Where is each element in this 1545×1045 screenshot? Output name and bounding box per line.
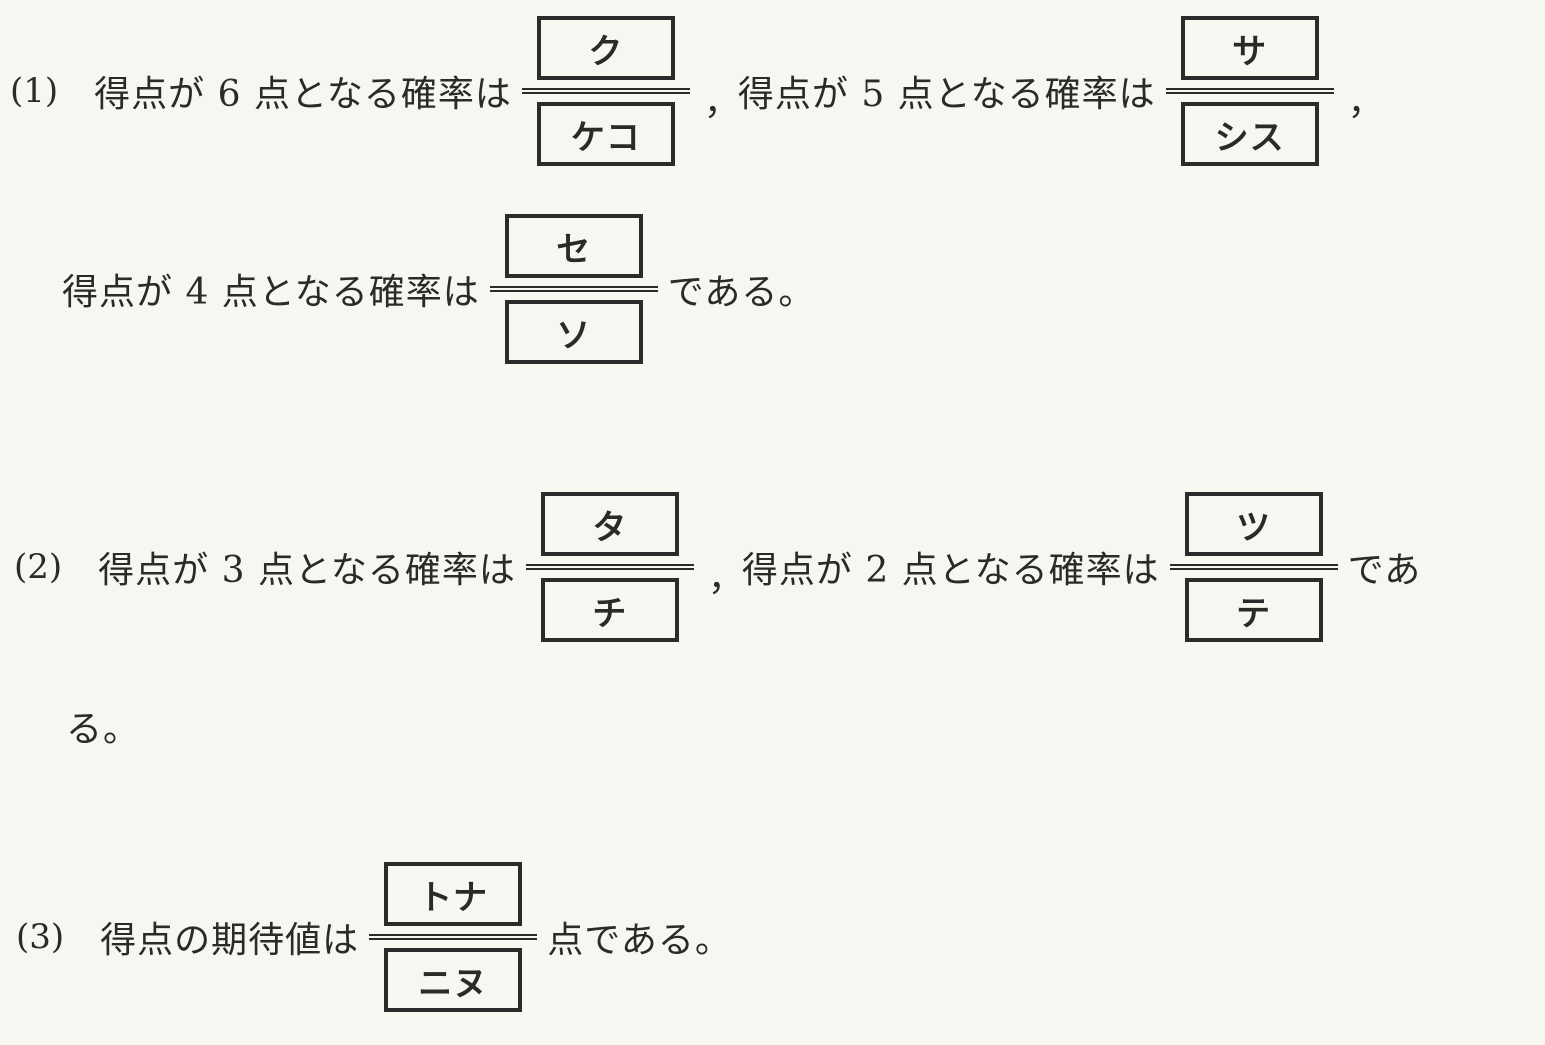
fraction-bar xyxy=(1165,88,1334,94)
q1-line-1: (1) 得点が 6 点となる確率は ク ケコ ， 得点が 5 点となる確率は サ… xyxy=(10,16,1385,166)
q1-text-1: 得点が 6 点となる確率は xyxy=(94,74,512,115)
answer-box-keko[interactable]: ケコ xyxy=(536,102,675,166)
q1-number: (1) xyxy=(10,71,59,111)
answer-box-ku[interactable]: ク xyxy=(536,16,675,80)
q1-text-3: 得点が 4 点となる確率は xyxy=(62,272,480,313)
q1-fraction-1: ク ケコ xyxy=(521,16,690,166)
answer-box-ta[interactable]: タ xyxy=(540,492,679,556)
fraction-bar xyxy=(369,934,538,940)
fraction-bar xyxy=(1169,564,1338,570)
q1-text-2: 得点が 5 点となる確率は xyxy=(737,74,1156,115)
q1-line-2: 得点が 4 点となる確率は セ ソ である。 xyxy=(62,214,815,364)
answer-box-shisu[interactable]: シス xyxy=(1180,102,1319,166)
q3-fraction-1: トナ ニヌ xyxy=(369,862,538,1012)
q1-fraction-3: セ ソ xyxy=(489,214,658,364)
q3-text-1: 得点の期待値は xyxy=(100,920,360,961)
q2-line-2: る。 xyxy=(66,700,140,752)
answer-box-se[interactable]: セ xyxy=(504,214,643,278)
answer-box-sa[interactable]: サ xyxy=(1180,16,1319,80)
q1-fraction-2: サ シス xyxy=(1165,16,1334,166)
q3-line-1: (3) 得点の期待値は トナ ニヌ 点である。 xyxy=(16,862,732,1012)
q2-line-1: (2) 得点が 3 点となる確率は タ チ ， 得点が 2 点となる確率は ツ … xyxy=(14,492,1421,642)
q1-comma-1: ， xyxy=(703,82,741,123)
answer-box-so[interactable]: ソ xyxy=(504,300,643,364)
q2-comma-1: ， xyxy=(707,558,745,599)
fraction-bar xyxy=(489,286,658,292)
fraction-bar xyxy=(521,88,690,94)
q2-text-2: 得点が 2 点となる確率は xyxy=(741,550,1160,591)
q3-number: (3) xyxy=(16,917,65,957)
q2-text-1: 得点が 3 点となる確率は xyxy=(98,550,516,591)
answer-box-tona[interactable]: トナ xyxy=(384,862,523,926)
answer-box-ninu[interactable]: ニヌ xyxy=(384,948,523,1012)
answer-box-tsu[interactable]: ツ xyxy=(1184,492,1323,556)
q2-number: (2) xyxy=(14,547,63,587)
q2-fraction-1: タ チ xyxy=(525,492,694,642)
q1-comma-2: ， xyxy=(1347,82,1385,123)
answer-box-chi[interactable]: チ xyxy=(540,578,679,642)
q3-end: 点である。 xyxy=(547,920,732,961)
q2-end-2: る。 xyxy=(66,709,141,750)
q2-end-1: であ xyxy=(1347,550,1422,591)
fraction-bar xyxy=(525,564,694,570)
q2-fraction-2: ツ テ xyxy=(1169,492,1338,642)
q1-end: である。 xyxy=(667,272,816,313)
answer-box-te[interactable]: テ xyxy=(1184,578,1323,642)
